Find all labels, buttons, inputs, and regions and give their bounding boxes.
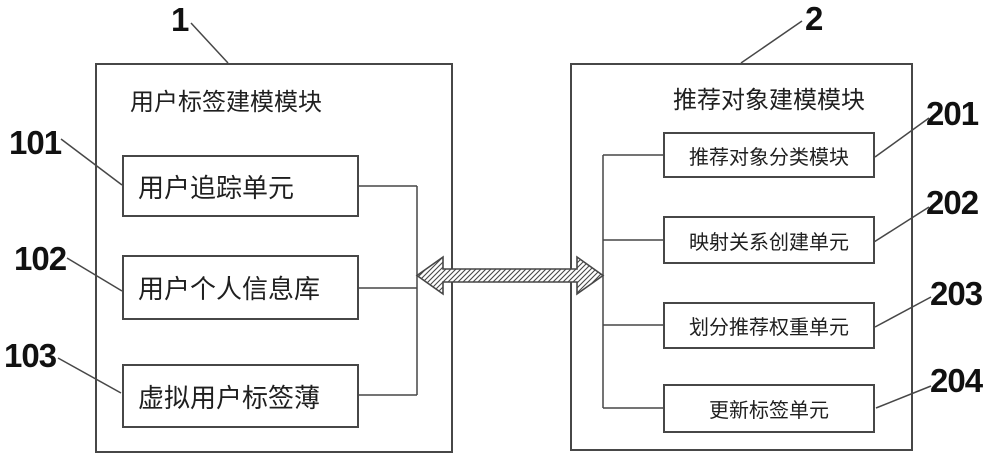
unit-user-tracking-label: 用户追踪单元 <box>138 172 295 203</box>
unit-recommendation-weight-division: 划分推荐权重单元 <box>663 302 875 349</box>
unit-recommendation-weight-division-label: 划分推荐权重单元 <box>689 317 849 339</box>
ref-label-203: 203 <box>930 275 983 312</box>
unit-user-tracking: 用户追踪单元 <box>122 155 359 217</box>
module-user-tag-modeling: 用户标签建模模块 用户追踪单元 用户个人信息库 虚拟用户标签薄 <box>95 63 453 453</box>
ref-label-module-1: 1 <box>171 1 189 38</box>
unit-virtual-user-tag-book: 虚拟用户标签薄 <box>122 364 359 428</box>
ref-label-201: 201 <box>926 95 979 132</box>
module-2-title: 推荐对象建模模块 <box>673 87 865 114</box>
ref-label-102: 102 <box>14 240 67 277</box>
unit-mapping-relation-creation: 映射关系创建单元 <box>663 216 875 264</box>
unit-virtual-user-tag-book-label: 虚拟用户标签薄 <box>138 382 321 413</box>
module-recommendation-object-modeling: 推荐对象建模模块 推荐对象分类模块 映射关系创建单元 划分推荐权重单元 更新标签… <box>570 63 913 451</box>
ref-label-103: 103 <box>4 337 57 374</box>
module-1-title: 用户标签建模模块 <box>130 89 322 116</box>
ref-label-204: 204 <box>930 362 983 399</box>
unit-user-personal-info-db: 用户个人信息库 <box>122 255 359 320</box>
unit-tag-update: 更新标签单元 <box>663 384 875 433</box>
unit-recommendation-object-classification: 推荐对象分类模块 <box>663 132 875 178</box>
ref-label-202: 202 <box>926 184 979 221</box>
ref-label-101: 101 <box>9 124 62 161</box>
unit-user-personal-info-db-label: 用户个人信息库 <box>138 274 321 304</box>
unit-tag-update-label: 更新标签单元 <box>709 400 829 422</box>
unit-recommendation-object-classification-label: 推荐对象分类模块 <box>689 146 849 169</box>
leader-line-1 <box>190 22 229 64</box>
leader-line-2 <box>740 20 803 64</box>
unit-mapping-relation-creation-label: 映射关系创建单元 <box>689 231 849 254</box>
ref-label-module-2: 2 <box>805 0 823 37</box>
